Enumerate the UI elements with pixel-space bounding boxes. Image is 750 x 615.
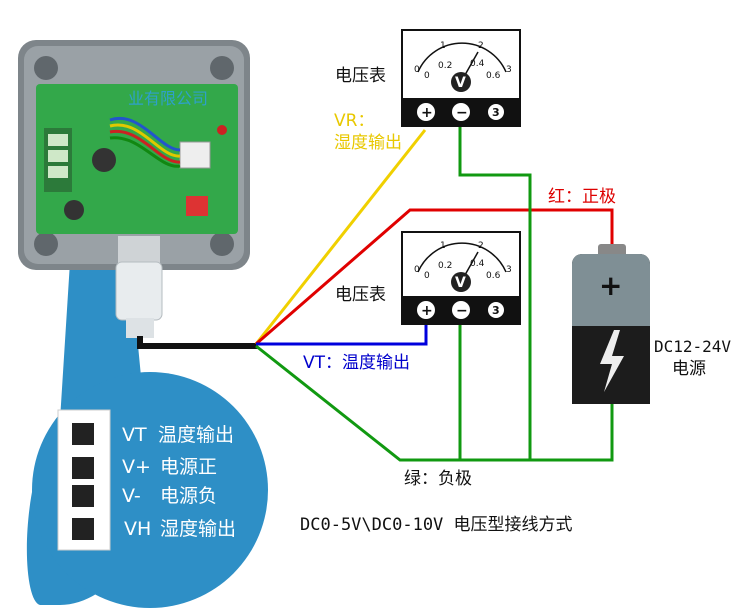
meter-mid-label: 电压表 [335,285,386,305]
scale-label: 0 [424,71,430,81]
pin-vminus-square [72,485,94,507]
green-wire-top-meter [458,120,532,460]
terminal-label: 3 [492,106,500,119]
meter-top-scale: 0 1 2 3 0 0.2 0.4 0.6 [414,41,512,81]
pin-vt-desc: 温度输出 [158,424,234,446]
meter-mid-minus-terminal [452,301,470,319]
wires [254,120,614,462]
meter-top-symbol: V [455,75,466,91]
pin-vplus-square [72,457,94,479]
red-wire [255,208,614,346]
pin-vminus-desc: 电源负 [160,485,217,507]
scale-label: 2 [478,41,484,51]
meter-top-third-terminal [488,104,504,120]
terminal-label: + [421,105,433,121]
battery-plus: + [599,269,622,302]
meter-mid-plus-terminal [417,301,435,319]
battery: + [572,244,650,404]
red-positive-label: 红：正极 [548,187,616,207]
green-wire [255,344,614,462]
pin-vplus-desc: 电源正 [160,456,217,478]
voltmeter-mid-symbol-icon [451,272,471,292]
sensor-enclosure: 业有限公司 [18,40,250,338]
voltmeter-top: 0 1 2 3 0 0.2 0.4 0.6 V + − 3 [401,29,521,127]
meter-mid-third-terminal [488,302,504,318]
pin-vminus-code: V- [122,485,141,507]
diagram-caption: DC0-5V\DC0-10V 电压型接线方式 [300,515,573,535]
terminal-label: + [421,303,433,319]
blue-wire [256,318,428,346]
yellow-wire [254,129,427,345]
lightning-bolt-icon [600,330,624,392]
pin-vh-code: VH [124,518,151,540]
pin-vh-desc: 湿度输出 [160,518,236,540]
terminal-label: − [456,105,468,121]
voltmeter-mid: 0 1 2 3 0 0.2 0.4 0.6 V + − 3 [401,231,521,325]
power-label-line2: 电源 [672,359,706,379]
scale-label: 0.4 [470,259,485,269]
scale-label: 0.6 [486,271,501,281]
scale-label: 0 [414,65,420,75]
meter-mid-scale: 0 1 2 3 0 0.2 0.4 0.6 [414,241,512,281]
pin-vh-square [72,518,94,540]
scale-label: 3 [506,65,512,75]
pin-vt-code: VT [122,424,147,446]
scale-label: 0 [414,265,420,275]
scale-label: 0.2 [438,61,452,71]
vr-label-line1: VR： [334,111,374,131]
scale-label: 1 [440,241,446,251]
scale-label: 0 [424,271,430,281]
scale-label: 2 [478,241,484,251]
scale-label: 0.6 [486,71,501,81]
terminal-label: 3 [492,304,500,317]
scale-label: 3 [506,265,512,275]
vr-label-line2: 湿度输出 [334,133,402,153]
scale-label: 0.4 [470,59,485,69]
terminal-block [57,409,111,551]
pin-vt-square [72,423,94,445]
pin-vplus-code: V+ [122,456,151,478]
watermark-text: 业有限公司 [128,89,208,108]
meter-top-label: 电压表 [335,66,386,86]
pin-labels: VT 温度输出 V+ 电源正 V- 电源负 VH 湿度输出 [122,424,236,540]
vt-output-label: VT：温度输出 [303,353,410,373]
scale-label: 1 [440,41,446,51]
terminal-label: − [456,303,468,319]
scale-label: 0.2 [438,261,452,271]
voltmeter-top-symbol-icon [451,72,471,92]
meter-top-plus-terminal [417,103,435,121]
meter-top-minus-terminal [452,103,470,121]
power-label-line1: DC12-24V [654,337,731,356]
green-negative-label: 绿：负极 [404,469,472,489]
black-cable [137,336,258,349]
meter-mid-symbol: V [455,275,466,291]
